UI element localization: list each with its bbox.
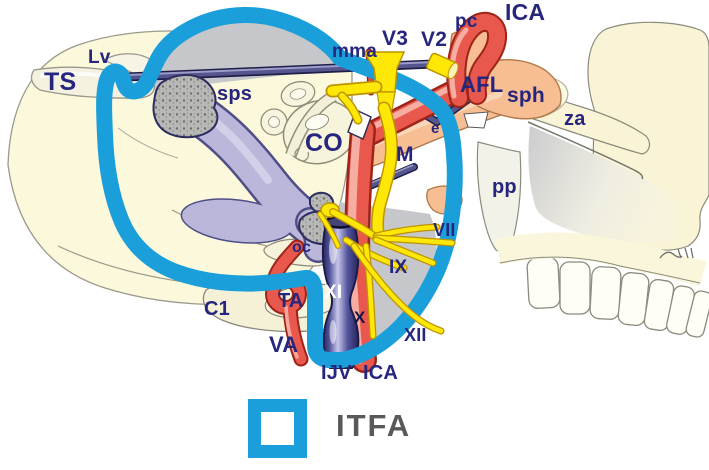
label-vertebral-artery: VA (269, 332, 299, 357)
tooth (589, 266, 622, 320)
label-v3: V3 (382, 27, 409, 50)
label-jugular-vein: IJV (321, 362, 352, 384)
teeth-row (526, 257, 709, 338)
legend-swatch (248, 399, 307, 458)
label-sup-petrosal-sinus: sps (217, 83, 253, 105)
legend-label: ITFA (336, 408, 412, 443)
label-pterygoid-process: pp (492, 176, 517, 198)
infratemporal-shadow (528, 126, 678, 244)
cranial-nerves (317, 51, 459, 340)
label-hypoglossal-nerve: XII (404, 325, 427, 345)
label-ica-bottom: ICA (363, 362, 399, 384)
label-facial-nerve: VII (433, 220, 456, 240)
label-transverse-process: TA (278, 290, 304, 312)
label-zygomatic-arch: za (564, 108, 586, 130)
label-foramen-lacerum: AFL (460, 72, 504, 97)
artist-signature (659, 247, 694, 259)
label-glossopharyngeal: IX (389, 257, 408, 278)
label-mid-meningeal: mma (332, 41, 377, 62)
maxilla-gum (495, 232, 707, 287)
label-atlas: C1 (204, 298, 230, 320)
label-mandibular-nerve: M (396, 143, 414, 166)
label-cochlea: CO (305, 129, 343, 157)
itfa-outline (96, 6, 463, 368)
cochlea-labyrinth (260, 80, 358, 165)
tooth (685, 290, 709, 338)
tooth (526, 257, 561, 309)
facial-skeleton (453, 21, 709, 338)
label-vagus-nerve: X (354, 308, 366, 327)
label-accessory-nerve: XI (324, 282, 343, 303)
v2-stub (426, 52, 459, 80)
tooth (559, 261, 591, 315)
label-eustachian-tube: e (431, 120, 440, 137)
label-labbe-vein: Lv (88, 47, 111, 68)
label-post-clinoid: pc (455, 11, 478, 32)
label-ica-top: ICA (505, 0, 546, 25)
label-occipital-condyle: oc (292, 239, 312, 256)
label-sphenoid-sinus: sph (507, 84, 545, 107)
label-transverse-sinus: TS (44, 68, 77, 96)
label-v2: V2 (421, 28, 448, 51)
internal-carotid-artery (344, 11, 508, 373)
